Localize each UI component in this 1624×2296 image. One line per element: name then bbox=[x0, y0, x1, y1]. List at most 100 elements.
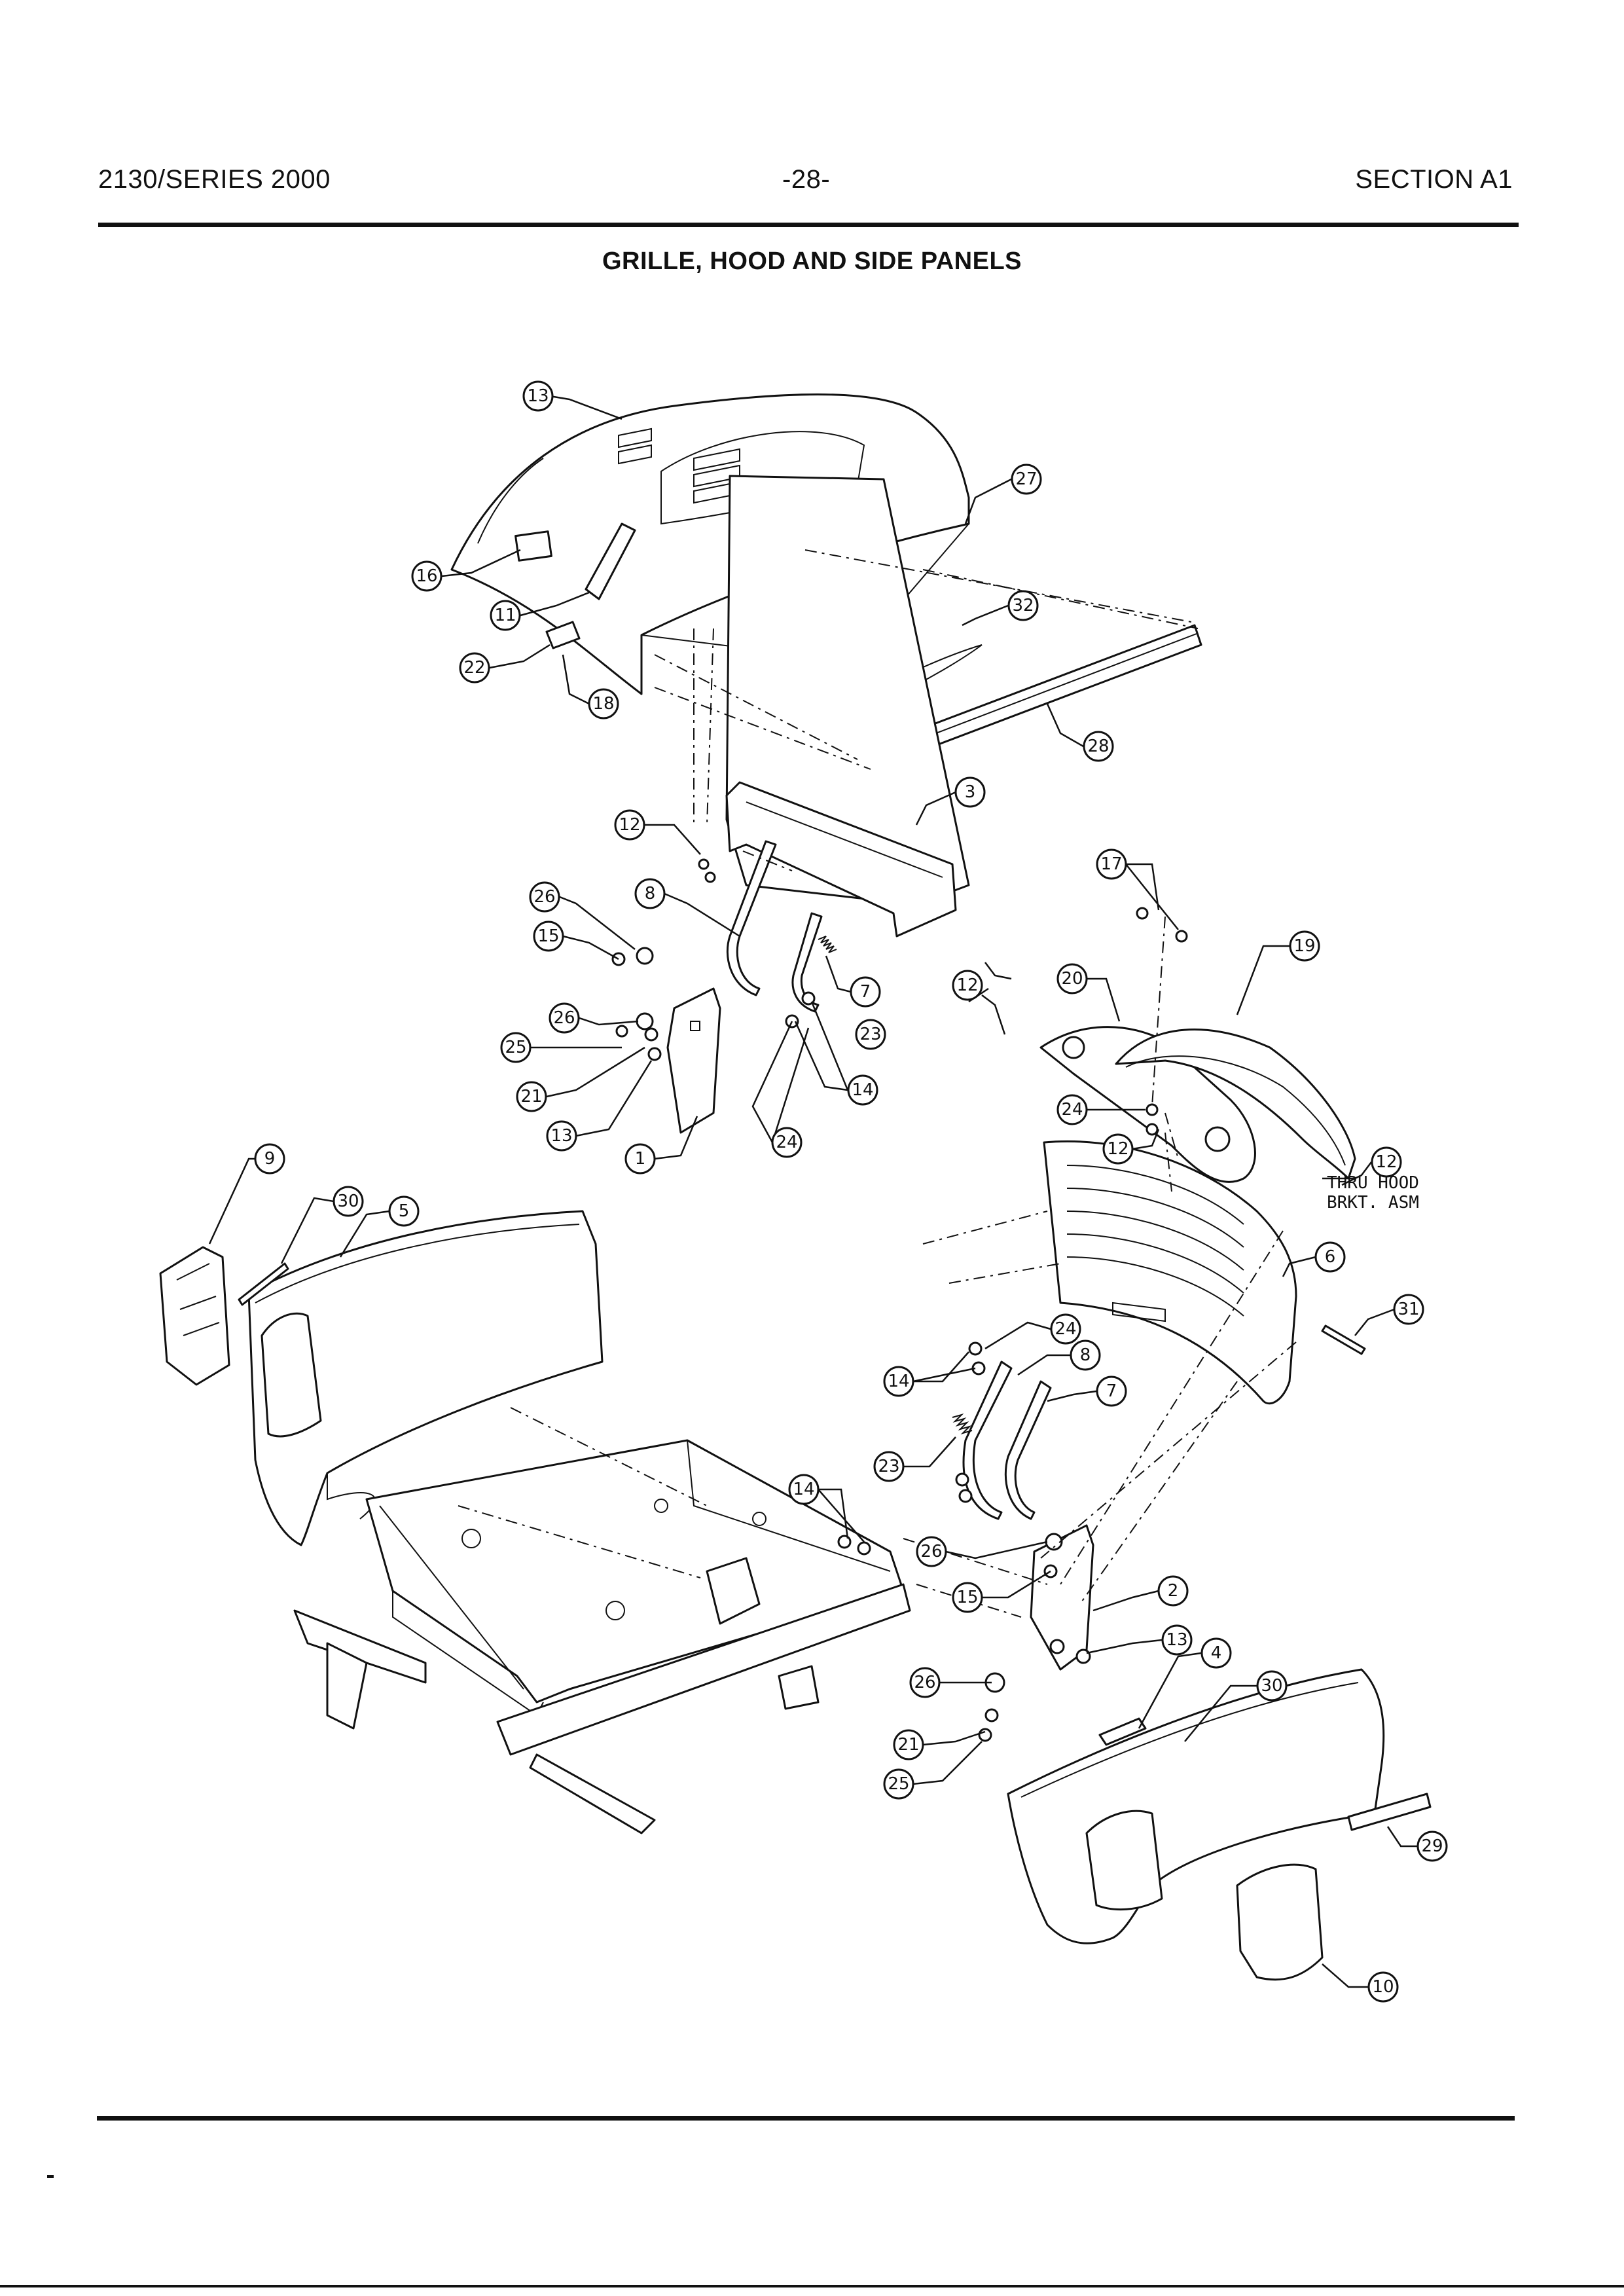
spring-23-lower bbox=[952, 1413, 973, 1435]
callout-24-lower: 24 bbox=[1050, 1313, 1081, 1345]
svg-text:13: 13 bbox=[550, 1126, 572, 1146]
callout-13-hood-latch: 13 bbox=[522, 380, 554, 412]
callout-26-top: 26 bbox=[529, 881, 560, 913]
callout-14-frame: 14 bbox=[788, 1474, 820, 1505]
svg-text:15: 15 bbox=[537, 926, 559, 946]
callout-7-top: 7 bbox=[850, 976, 881, 1008]
callout-30-left: 30 bbox=[333, 1186, 364, 1217]
brace-rod-7 bbox=[791, 912, 823, 1013]
callout-4-panel: 4 bbox=[1200, 1637, 1232, 1669]
svg-text:7: 7 bbox=[860, 982, 871, 1002]
svg-text:3: 3 bbox=[965, 782, 976, 802]
headlight-housing-20 bbox=[1039, 1026, 1256, 1183]
callout-11-hinge: 11 bbox=[490, 600, 521, 631]
hood-insert-16 bbox=[514, 530, 552, 562]
svg-text:30: 30 bbox=[1261, 1676, 1282, 1696]
svg-text:14: 14 bbox=[888, 1372, 909, 1391]
callout-32-decal: 32 bbox=[1007, 590, 1039, 621]
svg-text:28: 28 bbox=[1087, 737, 1109, 756]
note-thru-hood: THRU HOOD bbox=[1327, 1173, 1419, 1193]
callout-13-top: 13 bbox=[546, 1120, 577, 1152]
spring-23-top bbox=[818, 936, 837, 953]
svg-text:22: 22 bbox=[463, 658, 485, 678]
callout-8-top: 8 bbox=[634, 878, 666, 909]
svg-text:13: 13 bbox=[527, 386, 549, 406]
chassis-frame bbox=[293, 1439, 911, 1834]
callout-7-lower: 7 bbox=[1096, 1376, 1127, 1407]
svg-text:9: 9 bbox=[264, 1149, 276, 1169]
callout-12-lower-headlight: 12 bbox=[1102, 1133, 1134, 1165]
svg-text:21: 21 bbox=[520, 1087, 542, 1106]
svg-text:8: 8 bbox=[645, 884, 656, 903]
svg-text:26: 26 bbox=[914, 1673, 935, 1692]
left-cover-9 bbox=[159, 1246, 230, 1386]
svg-text:26: 26 bbox=[920, 1542, 942, 1561]
svg-text:14: 14 bbox=[793, 1480, 814, 1499]
svg-text:23: 23 bbox=[878, 1457, 899, 1476]
callout-26-lower: 26 bbox=[916, 1536, 947, 1567]
callout-12-screw: 12 bbox=[614, 809, 645, 841]
callout-8-lower: 8 bbox=[1070, 1339, 1101, 1371]
svg-text:13: 13 bbox=[1166, 1630, 1187, 1650]
callout-22-bracket: 22 bbox=[459, 652, 490, 683]
svg-text:32: 32 bbox=[1012, 596, 1034, 615]
svg-text:20: 20 bbox=[1061, 969, 1083, 989]
brace-rod-8-lower bbox=[962, 1360, 1013, 1520]
svg-text:24: 24 bbox=[776, 1133, 797, 1152]
bracket-1 bbox=[666, 987, 721, 1134]
page-number: -28- bbox=[782, 165, 831, 194]
callout-20-housing: 20 bbox=[1056, 963, 1088, 994]
callout-24-top: 24 bbox=[771, 1127, 803, 1158]
emblem-31 bbox=[1321, 1324, 1366, 1355]
svg-text:30: 30 bbox=[337, 1192, 359, 1211]
svg-text:26: 26 bbox=[533, 887, 555, 907]
callout-12-thru-hood: 12 bbox=[1371, 1146, 1402, 1178]
callout-29-decal: 29 bbox=[1416, 1831, 1448, 1862]
callout-21-bottom: 21 bbox=[893, 1729, 924, 1760]
grille-6 bbox=[1043, 1140, 1297, 1405]
svg-text:18: 18 bbox=[592, 694, 614, 714]
svg-text:7: 7 bbox=[1106, 1381, 1117, 1401]
callout-24-headlight: 24 bbox=[1056, 1094, 1088, 1125]
callout-31-emblem: 31 bbox=[1393, 1294, 1424, 1325]
svg-text:14: 14 bbox=[852, 1080, 873, 1100]
svg-text:16: 16 bbox=[416, 566, 437, 586]
svg-text:24: 24 bbox=[1061, 1100, 1083, 1120]
hood-bracket-body bbox=[725, 781, 957, 938]
svg-text:24: 24 bbox=[1055, 1319, 1076, 1339]
section-header: SECTION A1 bbox=[1355, 165, 1513, 194]
headlight-lens-19 bbox=[1115, 1029, 1356, 1180]
svg-text:10: 10 bbox=[1372, 1977, 1394, 1997]
callout-14-lower: 14 bbox=[883, 1366, 914, 1397]
callout-17-clip: 17 bbox=[1096, 848, 1127, 880]
page-title: GRILLE, HOOD AND SIDE PANELS bbox=[602, 247, 1022, 275]
svg-text:26: 26 bbox=[553, 1008, 575, 1028]
svg-text:17: 17 bbox=[1100, 854, 1122, 874]
svg-text:8: 8 bbox=[1080, 1345, 1091, 1365]
callout-14-top: 14 bbox=[847, 1074, 878, 1106]
left-trim-30 bbox=[238, 1262, 289, 1306]
callout-6-grille: 6 bbox=[1314, 1241, 1346, 1273]
callout-15-top: 15 bbox=[533, 920, 564, 952]
callout-23-lower: 23 bbox=[873, 1451, 905, 1482]
note-brkt-asm: BRKT. ASM bbox=[1327, 1193, 1419, 1212]
callout-18-bumper: 18 bbox=[588, 688, 619, 720]
svg-text:6: 6 bbox=[1325, 1247, 1336, 1267]
hood-part bbox=[450, 393, 970, 695]
callout-12-headlight: 12 bbox=[952, 970, 983, 1001]
callout-28-trim: 28 bbox=[1083, 731, 1114, 762]
callout-26-bottom: 26 bbox=[909, 1667, 941, 1698]
callout-30-right: 30 bbox=[1256, 1670, 1288, 1702]
svg-text:27: 27 bbox=[1015, 469, 1037, 489]
callout-23-top: 23 bbox=[855, 1019, 886, 1050]
svg-text:15: 15 bbox=[956, 1588, 978, 1607]
svg-text:19: 19 bbox=[1293, 936, 1315, 956]
callout-16-insert: 16 bbox=[411, 560, 442, 592]
left-side-panel-5 bbox=[247, 1210, 604, 1546]
hood-hinge-11 bbox=[585, 522, 636, 600]
callout-26-mid: 26 bbox=[549, 1002, 580, 1034]
page-edge-rule bbox=[0, 2285, 1624, 2287]
svg-text:12: 12 bbox=[1107, 1139, 1128, 1159]
callout-25-top: 25 bbox=[500, 1032, 532, 1063]
svg-text:2: 2 bbox=[1168, 1581, 1179, 1601]
